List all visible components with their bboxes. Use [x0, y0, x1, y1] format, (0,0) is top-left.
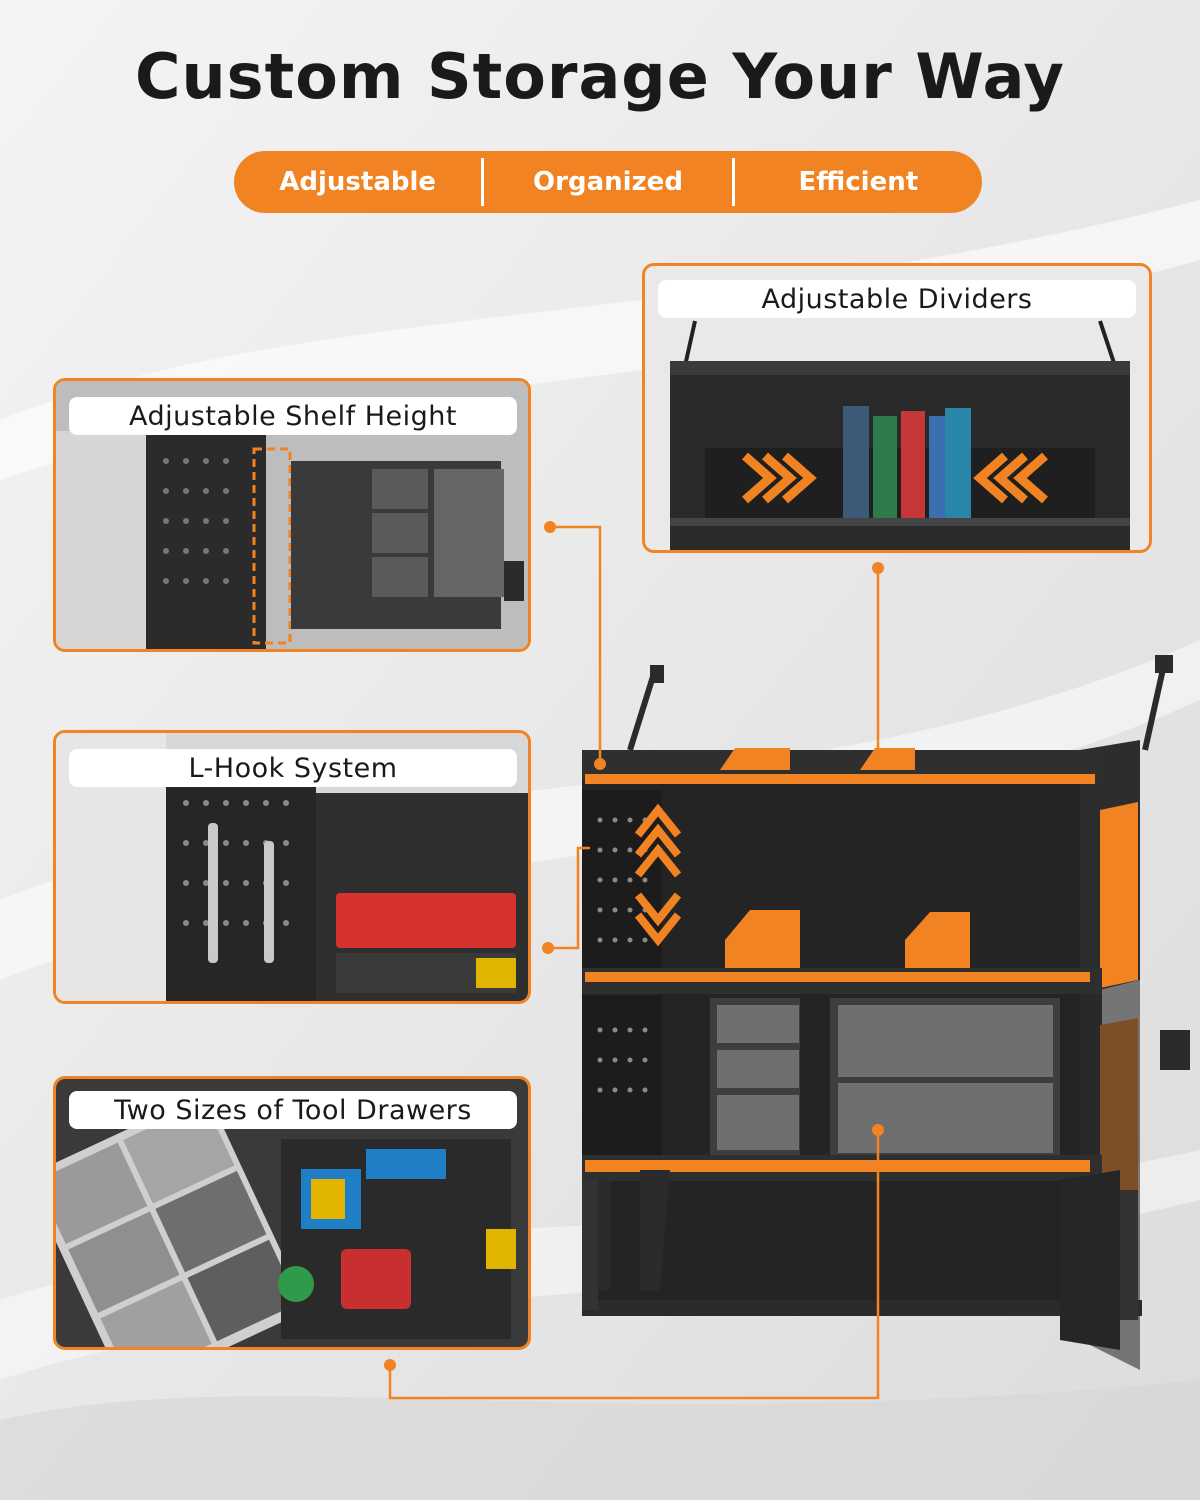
large-drawer	[838, 1083, 1053, 1153]
feature-pill: Adjustable Organized Efficient	[234, 151, 982, 213]
storage-rack	[582, 655, 1190, 1370]
small-drawer	[717, 1005, 799, 1043]
middle-divider	[725, 910, 800, 970]
large-drawer	[838, 1005, 1053, 1077]
callout-label: L-Hook System	[69, 749, 517, 787]
callout-label: Adjustable Dividers	[658, 280, 1136, 318]
feature-efficient: Efficient	[798, 167, 919, 197]
callout-adjustable-dividers: Adjustable Dividers	[642, 263, 1152, 553]
mount-bracket	[1142, 659, 1168, 751]
callout-adjustable-shelf-height: Adjustable Shelf Height	[53, 378, 531, 652]
feature-organized: Organized	[533, 167, 683, 197]
callout-label: Adjustable Shelf Height	[69, 397, 517, 435]
callout-label: Two Sizes of Tool Drawers	[69, 1091, 517, 1129]
top-shelf-highlight	[585, 774, 1095, 784]
pill-divider	[481, 158, 485, 206]
pill-divider	[731, 158, 735, 206]
tool-drawers-photo	[56, 1079, 528, 1347]
middle-divider	[905, 912, 970, 970]
mount-bracket	[1160, 1030, 1190, 1070]
callout-tool-drawers: Two Sizes of Tool Drawers	[53, 1076, 531, 1350]
small-drawer	[717, 1095, 799, 1150]
spray-cans	[843, 406, 971, 518]
small-drawer	[717, 1050, 799, 1088]
mount-bracket	[627, 669, 658, 751]
middle-shelf-highlight	[585, 972, 1090, 982]
callout-l-hook-system: L-Hook System	[53, 730, 531, 1004]
headline: Custom Storage Your Way	[135, 40, 1065, 113]
top-divider	[720, 748, 790, 770]
feature-adjustable: Adjustable	[279, 167, 437, 197]
